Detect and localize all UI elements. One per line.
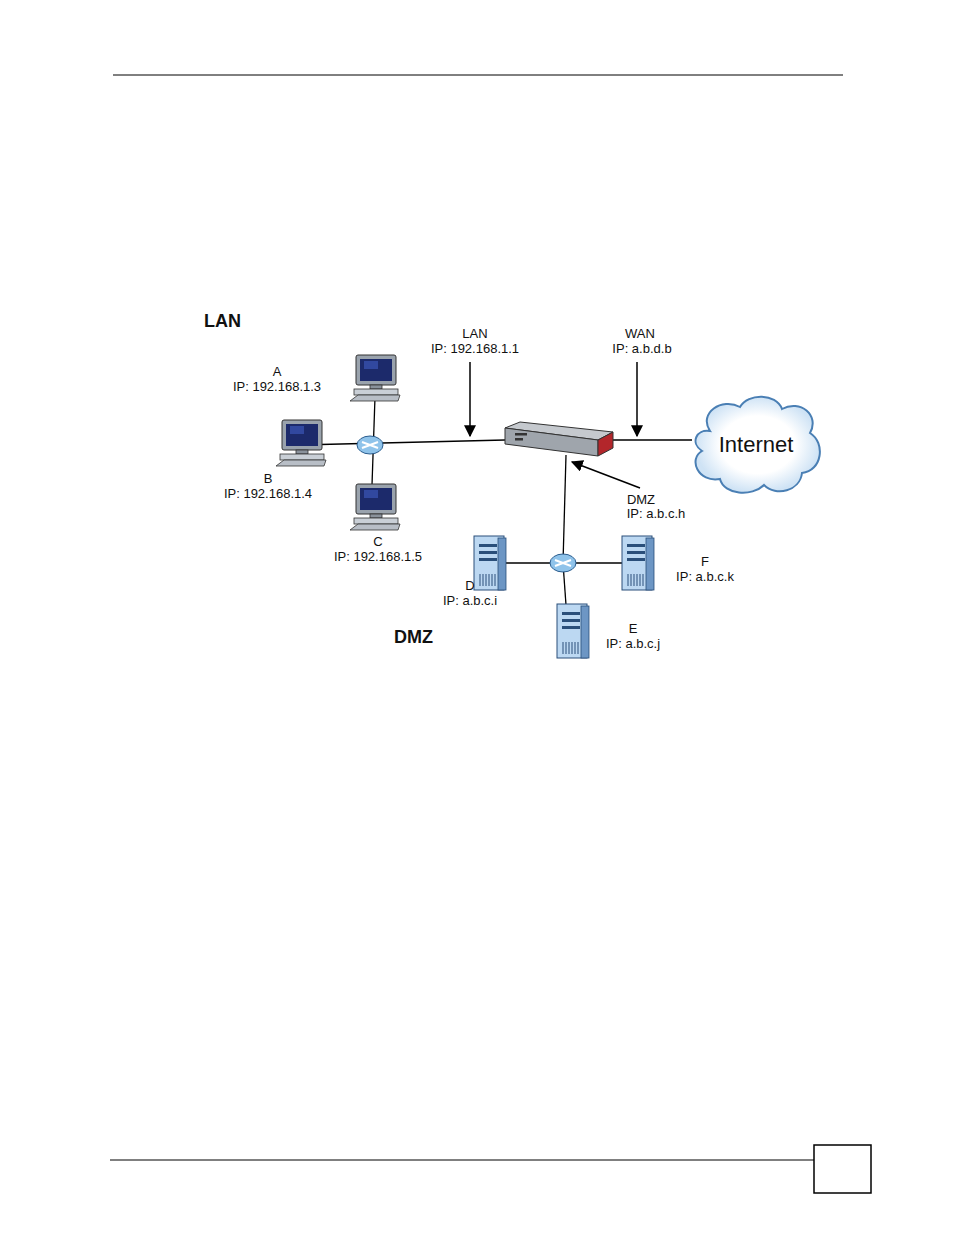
interface-address: IP: 192.168.1.1 (431, 341, 519, 356)
interface-address: IP: a.b.d.b (612, 341, 671, 356)
zone-name: DMZ (394, 627, 433, 647)
host-label: EIP: a.b.c.j (588, 621, 678, 651)
host-address: IP: 192.168.1.4 (208, 486, 328, 501)
internet-node: Internet (688, 393, 824, 497)
interface-address: IP: a.b.c.h (627, 506, 686, 521)
host-address: IP: a.b.c.j (588, 636, 678, 651)
host-address: IP: 192.168.1.5 (318, 549, 438, 564)
interface-name: LAN (462, 326, 487, 341)
host-address: IP: a.b.c.k (660, 569, 750, 584)
host-name: E (588, 621, 678, 636)
host-label: CIP: 192.168.1.5 (318, 534, 438, 564)
host-name: A (217, 364, 337, 379)
host-name: D (425, 578, 515, 593)
host-address: IP: 192.168.1.3 (217, 379, 337, 394)
interface-name: DMZ (627, 492, 655, 507)
host-name: C (318, 534, 438, 549)
host-label: BIP: 192.168.1.4 (208, 471, 328, 501)
interface-name: WAN (625, 326, 655, 341)
zone-name: LAN (204, 311, 241, 331)
host-label: FIP: a.b.c.k (660, 554, 750, 584)
host-name: B (208, 471, 328, 486)
host-address: Internet (719, 432, 794, 458)
host-label: DIP: a.b.c.i (425, 578, 515, 608)
host-name: F (660, 554, 750, 569)
host-address: IP: a.b.c.i (425, 593, 515, 608)
host-label: AIP: 192.168.1.3 (217, 364, 337, 394)
